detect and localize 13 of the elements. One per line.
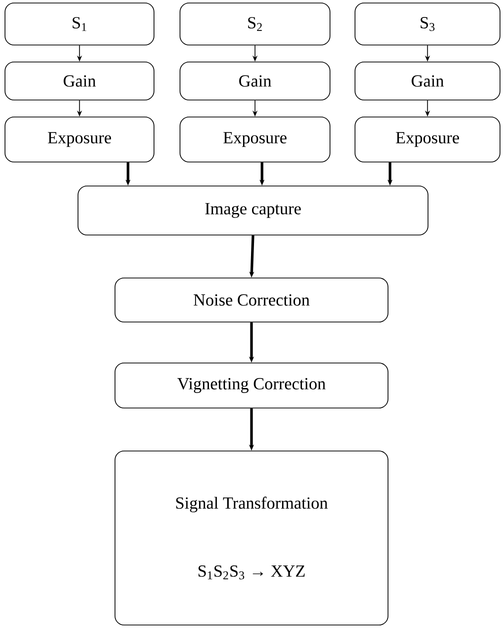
process-box: S$_{3}$ [354,2,500,46]
process-box: Gain [180,62,330,100]
process-box: Exposure [180,116,330,162]
process-box: Vignetting Correction [114,362,388,408]
process-box: S$_{2}$ [180,2,330,46]
process-box: Image capture [78,186,428,236]
process-box: Gain [354,62,500,100]
process-box: Exposure [354,116,500,162]
process-box: Gain [4,62,154,100]
process-box: Noise Correction [114,278,388,322]
process-box: Signal Transformation S$_{1}$S$_{2}$S$_{3}$ → XYZ [114,450,388,626]
process-box: Exposure [4,116,154,162]
process-box: S$_{1}$ [4,2,154,46]
